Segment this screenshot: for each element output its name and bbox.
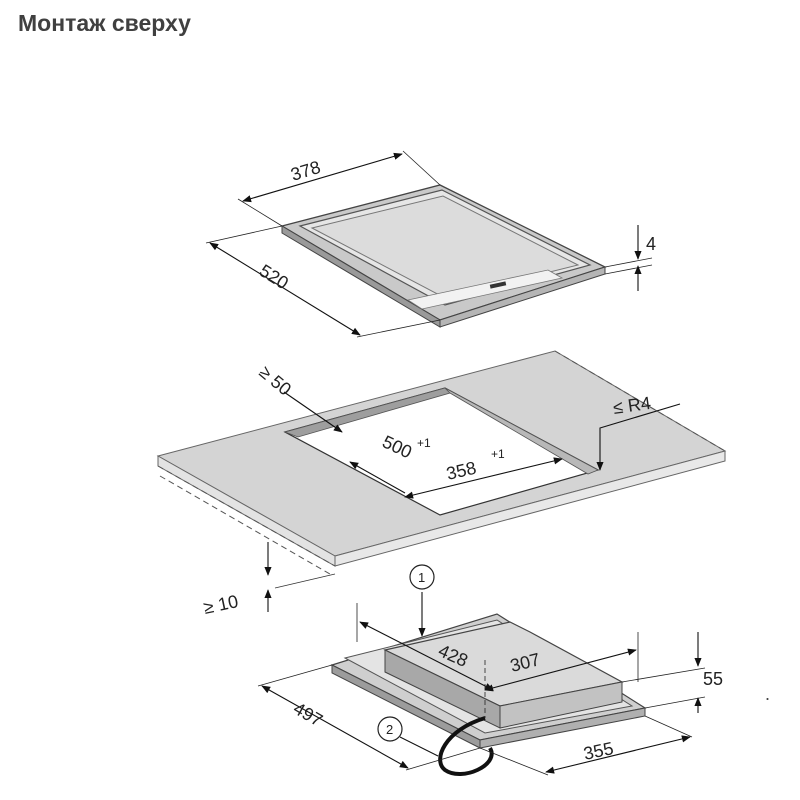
housing-height-label: 55 <box>703 669 723 689</box>
cutout-width-tolerance: +1 <box>491 447 505 461</box>
hob-depth-label: 520 <box>256 260 292 293</box>
callout-2-label: 2 <box>386 722 393 737</box>
housing-outer-depth-label: 497 <box>290 698 326 730</box>
callout-1: 1 <box>409 564 435 590</box>
housing-outer-width-label: 355 <box>582 738 616 764</box>
hob-width-label: 378 <box>288 157 323 185</box>
worktop-thickness-label: ≥ 10 <box>202 591 240 618</box>
callout-1-label: 1 <box>418 570 425 585</box>
page-title: Монтаж сверху <box>18 10 191 36</box>
housing-dimension-lines <box>257 592 706 776</box>
callout-2: 2 <box>377 716 403 742</box>
edge-distance-label: ≥ 50 <box>255 362 295 400</box>
cutout-depth-tolerance: +1 <box>417 436 431 450</box>
worktop <box>156 350 727 589</box>
hob-thickness-label: 4 <box>646 234 656 254</box>
stray-dot: . <box>765 684 770 704</box>
hob-unit <box>280 184 607 328</box>
hob-dimension-lines <box>205 150 653 338</box>
worktop-dimension-lines <box>264 391 681 612</box>
